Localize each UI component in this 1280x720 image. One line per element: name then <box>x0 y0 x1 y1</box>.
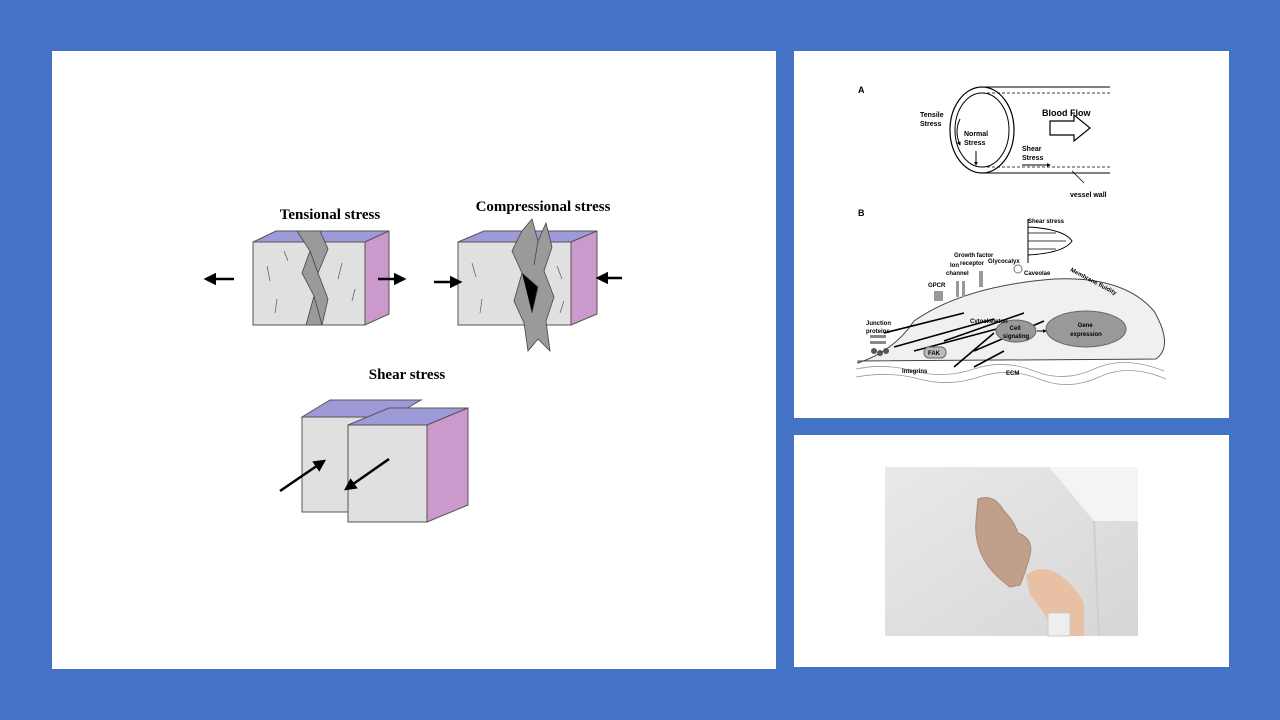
growth-factor-receptor-label: Growth factor receptor <box>954 253 995 267</box>
junction-proteins-label: Junction proteins <box>866 321 893 335</box>
shear-stress-vessel-label: Shear Stress <box>1022 146 1044 162</box>
ecm-label: ECM <box>1006 371 1019 377</box>
stress-types-panel: Tensional stress Compressional stress Sh… <box>52 51 776 669</box>
section-a-label: A <box>858 85 865 95</box>
peeling-paint <box>975 497 1032 588</box>
shear-arrow-down <box>343 457 390 491</box>
tensile-stress-label: Tensile Stress <box>920 112 946 128</box>
shear-stress-cell-label: Shear stress <box>1028 219 1065 225</box>
wall-fixture <box>1047 612 1071 637</box>
shear-stress-label: Shear stress <box>369 367 446 383</box>
tensional-stress-label: Tensional stress <box>280 207 381 223</box>
caveolae-label: Caveolae <box>1024 271 1051 277</box>
fak-label: FAK <box>928 351 941 357</box>
compressional-block <box>457 218 598 353</box>
ceiling-corner <box>1049 467 1138 521</box>
glycocalyx-label: Glycocalyx <box>988 259 1020 265</box>
blood-flow-label: Blood Flow <box>1042 108 1091 118</box>
vessel-cell-diagram: A Tensile Stress Normal Stress Shear Str… <box>855 85 1167 385</box>
peeling-paint-photo-panel <box>794 435 1229 667</box>
section-b-label: B <box>858 208 865 218</box>
compressional-stress-label: Compressional stress <box>476 199 611 215</box>
stress-types-diagram: Tensional stress Compressional stress Sh… <box>203 199 622 523</box>
endothelial-cell-drawing <box>855 219 1167 385</box>
gene-expression-label: Gene expression <box>1070 323 1102 338</box>
integrins-label: Integrins <box>902 369 928 375</box>
peeling-paint-photo <box>885 467 1138 637</box>
cytoskeleton-label: Cytoskeleton <box>970 319 1008 325</box>
vessel-wall-label: vessel wall <box>1070 192 1107 199</box>
tensional-block <box>252 230 390 326</box>
vessel-drawing <box>949 86 1110 184</box>
vessel-stress-panel: A Tensile Stress Normal Stress Shear Str… <box>794 51 1229 418</box>
shear-arrow-up <box>279 459 327 493</box>
gpcr-label: GPCR <box>928 283 946 289</box>
shear-block <box>300 399 469 523</box>
cell-signaling-label: Cell signaling <box>1003 326 1030 340</box>
ion-channel-label: Ion channel <box>946 263 969 277</box>
normal-stress-label: Normal Stress <box>964 131 990 147</box>
wall-corner-edge <box>1093 520 1100 637</box>
